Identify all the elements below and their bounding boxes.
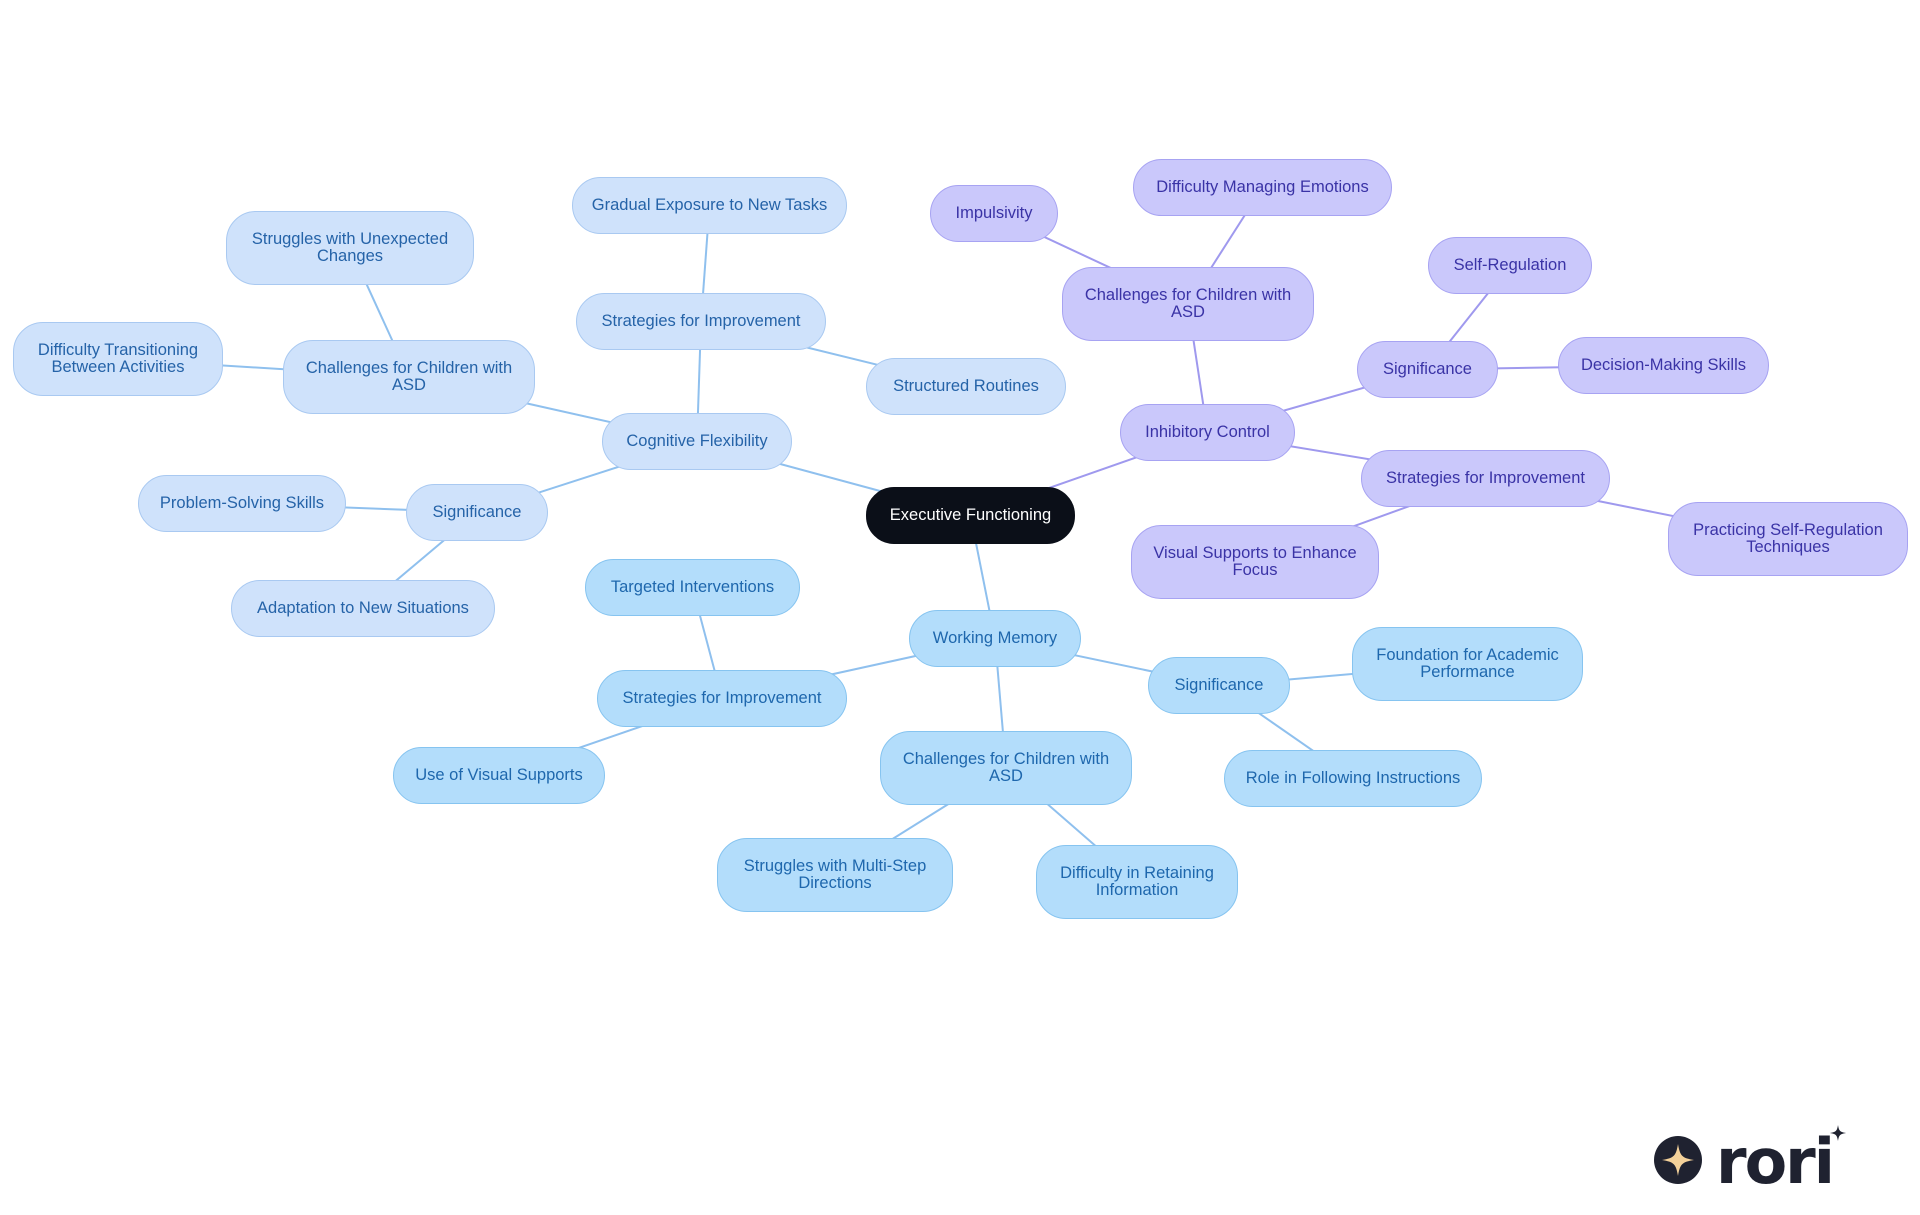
node-ic-impulsivity[interactable]: Impulsivity xyxy=(930,185,1058,242)
node-wm-significance[interactable]: Significance xyxy=(1148,657,1290,714)
node-root[interactable]: Executive Functioning xyxy=(866,487,1075,544)
node-wm-multi-step[interactable]: Struggles with Multi-Step Directions xyxy=(717,838,953,912)
node-ic-practicing-techniques[interactable]: Practicing Self-Regulation Techniques xyxy=(1668,502,1908,576)
node-wm-academic-performance[interactable]: Foundation for Academic Performance xyxy=(1352,627,1583,701)
node-cf-adaptation[interactable]: Adaptation to New Situations xyxy=(231,580,495,637)
node-cf-unexpected-changes[interactable]: Struggles with Unexpected Changes xyxy=(226,211,474,285)
sparkle-icon xyxy=(1662,1144,1694,1176)
node-cf-structured-routines[interactable]: Structured Routines xyxy=(866,358,1066,415)
node-working-memory[interactable]: Working Memory xyxy=(909,610,1081,667)
node-cf-challenges[interactable]: Challenges for Children with ASD xyxy=(283,340,535,414)
node-wm-following-instructions[interactable]: Role in Following Instructions xyxy=(1224,750,1482,807)
node-wm-retaining[interactable]: Difficulty in Retaining Information xyxy=(1036,845,1238,919)
node-wm-targeted-interventions[interactable]: Targeted Interventions xyxy=(585,559,800,616)
node-ic-managing-emotions[interactable]: Difficulty Managing Emotions xyxy=(1133,159,1392,216)
node-ic-strategies[interactable]: Strategies for Improvement xyxy=(1361,450,1610,507)
node-wm-visual-supports[interactable]: Use of Visual Supports xyxy=(393,747,605,804)
node-ic-visual-supports-focus[interactable]: Visual Supports to Enhance Focus xyxy=(1131,525,1379,599)
rori-logo: rori xyxy=(1654,1125,1846,1195)
node-cf-transitioning[interactable]: Difficulty Transitioning Between Activit… xyxy=(13,322,223,396)
node-cf-problem-solving[interactable]: Problem-Solving Skills xyxy=(138,475,346,532)
node-cf-strategies[interactable]: Strategies for Improvement xyxy=(576,293,826,350)
node-ic-self-regulation[interactable]: Self-Regulation xyxy=(1428,237,1592,294)
node-inhibitory-control[interactable]: Inhibitory Control xyxy=(1120,404,1295,461)
node-cf-significance[interactable]: Significance xyxy=(406,484,548,541)
node-ic-significance[interactable]: Significance xyxy=(1357,341,1498,398)
node-ic-challenges[interactable]: Challenges for Children with ASD xyxy=(1062,267,1314,341)
node-cf-gradual-exposure[interactable]: Gradual Exposure to New Tasks xyxy=(572,177,847,234)
node-cognitive-flexibility[interactable]: Cognitive Flexibility xyxy=(602,413,792,470)
node-ic-decision-making[interactable]: Decision-Making Skills xyxy=(1558,337,1769,394)
logo-star-icon xyxy=(1830,1125,1846,1141)
node-wm-strategies[interactable]: Strategies for Improvement xyxy=(597,670,847,727)
node-wm-challenges[interactable]: Challenges for Children with ASD xyxy=(880,731,1132,805)
logo-wordmark: rori xyxy=(1716,1125,1833,1195)
